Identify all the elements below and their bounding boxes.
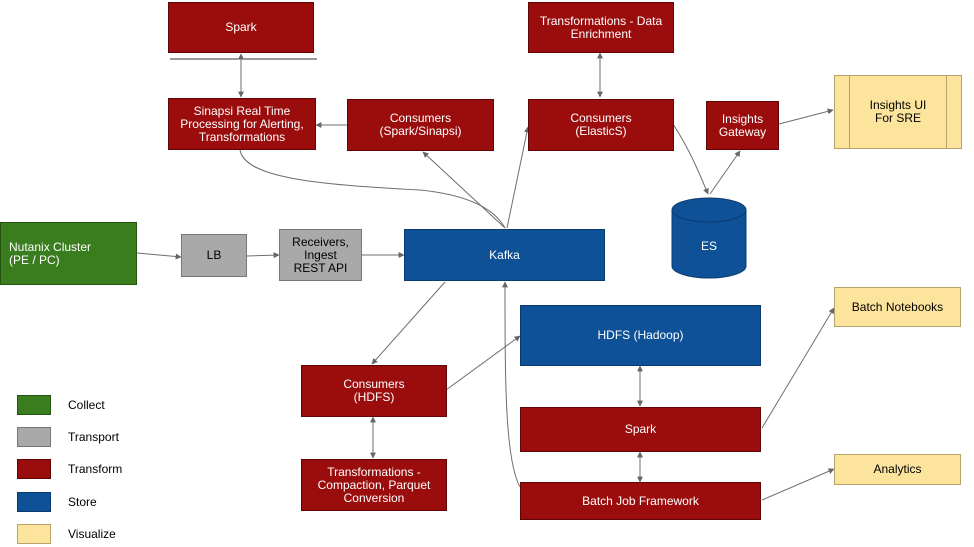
legend-swatch-transport: [17, 427, 51, 447]
sinapsi-node: Sinapsi Real Time Processing for Alertin…: [168, 98, 316, 150]
consumers-elastics-node: Consumers (ElasticS): [528, 99, 674, 151]
kafka-to-consumers-hdfs-connector: [371, 281, 446, 365]
kafka-consumers-es-connector: [506, 126, 530, 229]
transformations-enrichment-node: Transformations - Data Enrichment: [528, 2, 674, 53]
kafka-node: Kafka: [404, 229, 605, 281]
consumers-hdfs-to-hdfs-connector: [445, 335, 521, 391]
consumers-spark-node: Consumers (Spark/Sinapsi): [347, 99, 494, 151]
legend-label-store: Store: [68, 495, 97, 509]
consumers-hdfs-node: Consumers (HDFS): [301, 365, 447, 417]
insights-ui-node: Insights UI For SRE: [834, 75, 962, 149]
batch-job-to-kafka-connector: [502, 281, 521, 488]
nutanix-to-lb-connector: [136, 252, 182, 260]
batch-job-framework-node: Batch Job Framework: [520, 482, 761, 520]
legend-swatch-transform: [17, 459, 51, 479]
lb-to-receivers-connector: [246, 252, 280, 259]
consumers-es-to-es-connector: [672, 123, 709, 195]
batch-notebooks-node: Batch Notebooks: [834, 287, 961, 327]
es-to-gateway-connector: [709, 150, 741, 195]
gateway-to-ui-connector: [778, 108, 834, 125]
es-cylinder: [671, 197, 747, 279]
nutanix-cluster-node: Nutanix Cluster (PE / PC): [0, 222, 137, 285]
lb-node: LB: [181, 234, 247, 277]
insights-gateway-node: Insights Gateway: [706, 101, 779, 150]
legend-label-transport: Transport: [68, 430, 119, 444]
legend-swatch-store: [17, 492, 51, 512]
legend-swatch-visualize: [17, 524, 51, 544]
insights-ui-label: Insights UI For SRE: [869, 98, 927, 125]
receivers-node: Receivers, Ingest REST API: [279, 229, 362, 281]
analytics-node: Analytics: [834, 454, 961, 485]
hdfs-node: HDFS (Hadoop): [520, 305, 761, 366]
batchjob-to-analytics-connector: [761, 468, 835, 501]
legend-label-collect: Collect: [68, 398, 105, 412]
spark-top-node: Spark: [168, 2, 314, 53]
legend-swatch-collect: [17, 395, 51, 415]
transformations-compaction-node: Transformations - Compaction, Parquet Co…: [301, 459, 447, 511]
spark-to-notebooks-connector: [761, 307, 835, 429]
es-label: ES: [700, 239, 717, 253]
spark-bottom-node: Spark: [520, 407, 761, 452]
legend-label-transform: Transform: [68, 462, 123, 476]
consumers-spark-kafka-connector: [422, 151, 506, 229]
sinapsi-kafka-connector: [239, 149, 506, 229]
legend-label-visualize: Visualize: [68, 527, 116, 541]
